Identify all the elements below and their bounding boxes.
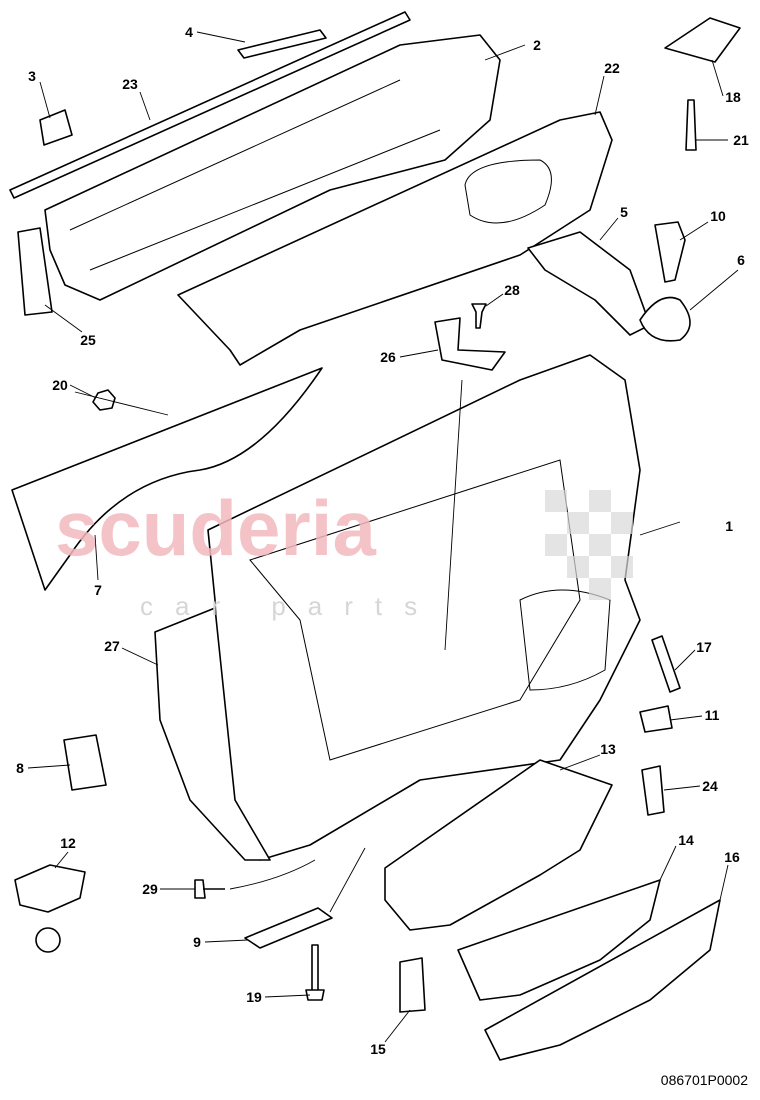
part-5-air-duct[interactable] — [527, 231, 651, 336]
callout-27[interactable]: 27 — [104, 638, 120, 654]
callout-22[interactable]: 22 — [604, 60, 620, 76]
callout-6[interactable]: 6 — [737, 252, 745, 268]
callout-1[interactable]: 1 — [725, 518, 733, 534]
callout-19[interactable]: 19 — [246, 989, 262, 1005]
part-25-bracket[interactable] — [17, 227, 53, 316]
callout-11[interactable]: 11 — [705, 707, 720, 723]
callout-29[interactable]: 29 — [142, 881, 158, 897]
callout-5[interactable]: 5 — [620, 204, 628, 220]
callout-3[interactable]: 3 — [28, 68, 36, 84]
part-2-upper-carrier[interactable] — [44, 34, 501, 301]
watermark-brand: scuderia — [55, 484, 376, 572]
part-15-clip[interactable] — [399, 957, 426, 1013]
callout-labels: 1 2 3 4 5 6 7 8 9 10 11 12 13 14 15 16 1… — [16, 24, 749, 1057]
callout-26[interactable]: 26 — [380, 349, 396, 365]
part-8-bracket[interactable] — [63, 734, 107, 791]
part-24-speaker-clip[interactable] — [641, 765, 665, 816]
part-27-trim-lining[interactable] — [154, 607, 271, 861]
part-6-grommet[interactable] — [639, 296, 691, 342]
part-4-switch[interactable] — [237, 29, 327, 59]
callout-23[interactable]: 23 — [122, 76, 138, 92]
callout-25[interactable]: 25 — [80, 332, 96, 348]
callout-12[interactable]: 12 — [60, 835, 76, 851]
callout-4[interactable]: 4 — [185, 24, 193, 40]
callout-7[interactable]: 7 — [94, 582, 102, 598]
drawing-code: 086701P0002 — [661, 1072, 748, 1088]
part-12-stud — [35, 927, 61, 953]
part-18-striker[interactable] — [664, 17, 741, 63]
part-20-nut[interactable] — [92, 389, 116, 411]
checkered-flag-icon — [545, 490, 633, 600]
watermark-tagline: car parts — [140, 591, 439, 621]
part-9-plate[interactable] — [244, 907, 333, 949]
part-10-cover[interactable] — [654, 221, 686, 283]
callout-2[interactable]: 2 — [533, 37, 541, 53]
part-28-screw[interactable] — [471, 303, 487, 329]
callout-20[interactable]: 20 — [52, 377, 68, 393]
callout-15[interactable]: 15 — [370, 1041, 386, 1057]
callout-10[interactable]: 10 — [710, 208, 726, 224]
watermark: scuderia car parts — [55, 484, 633, 621]
callout-24[interactable]: 24 — [702, 778, 718, 794]
callout-8[interactable]: 8 — [16, 760, 24, 776]
callout-18[interactable]: 18 — [725, 89, 741, 105]
part-26-bracket[interactable] — [434, 317, 506, 371]
callout-21[interactable]: 21 — [733, 132, 749, 148]
part-29-screw[interactable] — [194, 879, 225, 899]
callout-28[interactable]: 28 — [504, 282, 520, 298]
part-19-rivet[interactable] — [305, 944, 325, 1001]
part-21-rivet[interactable] — [685, 99, 697, 151]
part-7-insulation-sheet[interactable] — [11, 367, 323, 591]
callout-13[interactable]: 13 — [600, 741, 616, 757]
callout-17[interactable]: 17 — [696, 639, 712, 655]
part-3-clip[interactable] — [39, 109, 73, 146]
part-13-storage-tray[interactable] — [384, 759, 613, 931]
part-17-clip[interactable] — [651, 635, 681, 693]
leader-lines — [27, 31, 739, 1043]
callout-14[interactable]: 14 — [678, 832, 694, 848]
callout-16[interactable]: 16 — [724, 849, 740, 865]
callout-9[interactable]: 9 — [193, 934, 201, 950]
part-22-trim[interactable] — [177, 111, 613, 366]
part-23-strip[interactable] — [9, 11, 411, 199]
part-12-fastener[interactable] — [14, 864, 86, 913]
part-11-clip[interactable] — [639, 705, 673, 733]
